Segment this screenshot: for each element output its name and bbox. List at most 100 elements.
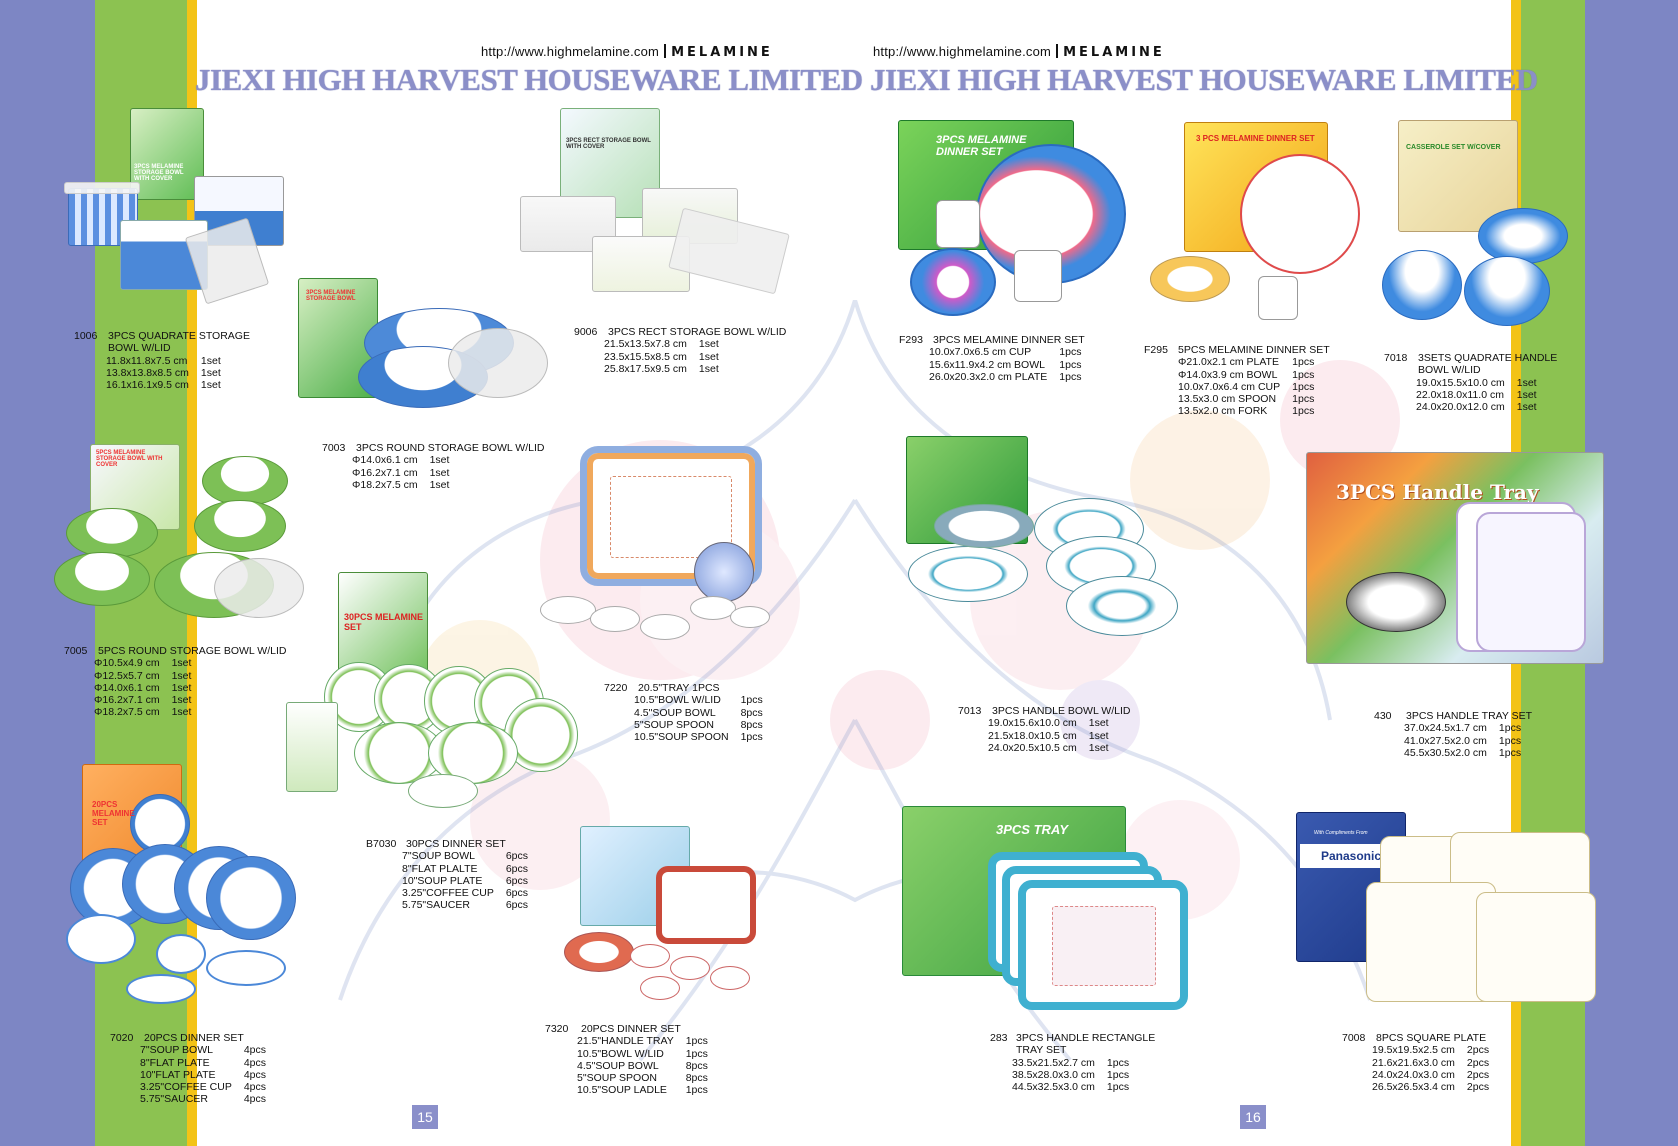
spec-size: 19.5x19.5x2.5 cm [1372, 1044, 1455, 1057]
spec-size: 10.0x7.0x6.4 cm CUP [1178, 380, 1281, 393]
product-name: 3PCS ROUND STORAGE BOWL W/LID [356, 442, 545, 454]
product-spec-table: 21.5x13.5x7.8 cm 1set 23.5x15.5x8.5 cm 1set… [604, 338, 719, 375]
spec-row: 21.5x13.5x7.8 cm 1set [604, 338, 719, 350]
spec-qty: 2pcs [1466, 1056, 1490, 1069]
spec-qty: 2pcs [1466, 1044, 1490, 1057]
spec-qty: 1set [171, 669, 192, 682]
product-image-7008: With Compliments From Panasonic [1296, 812, 1612, 1012]
spec-size: 5.75"SAUCER [140, 1093, 208, 1106]
spec-size: 24.0x20.5x10.5 cm [988, 741, 1077, 754]
spec-size: 5.75"SAUCER [402, 899, 470, 912]
left-url-link[interactable]: http://www.highmelamine.com [481, 44, 660, 59]
box-label-7008-sub: With Compliments From [1314, 830, 1368, 836]
spec-qty: 4pcs [243, 1044, 267, 1057]
spec-qty: 8pcs [685, 1059, 708, 1072]
spec-size: 23.5x15.5x8.5 cm [604, 350, 687, 363]
page-number-left: 15 [412, 1105, 438, 1129]
spec-size: 10.0x7.0x6.5 cm CUP [929, 346, 1032, 359]
product-code: 7005 [64, 645, 88, 657]
spec-qty: 4pcs [243, 1068, 267, 1081]
spec-qty: 1set [429, 478, 450, 491]
product-code: 7003 [322, 442, 346, 454]
spec-qty: 1pcs [1059, 370, 1082, 383]
spec-size: Φ18.2x7.5 cm [352, 478, 418, 491]
spec-size: 44.5x32.5x3.0 cm [1012, 1081, 1095, 1094]
product-image-7013 [906, 436, 1196, 672]
spec-qty: 2pcs [1466, 1068, 1490, 1081]
spec-size: 21.5"HANDLE TRAY [577, 1035, 674, 1048]
spec-qty: 1set [698, 338, 719, 351]
product-name: 20PCS DINNER SET [144, 1032, 244, 1044]
product-name: 5PCS ROUND STORAGE BOWL W/LID [98, 645, 287, 657]
box-label-7005: 5PCS MELAMINE STORAGE BOWL WITH COVER [96, 450, 163, 468]
product-name: 5PCS MELAMINE DINNER SET [1178, 344, 1330, 356]
spec-row: Φ18.2x7.5 cm 1set [352, 479, 449, 491]
spec-qty: 8pcs [685, 1072, 708, 1085]
box-label-7003: 3PCS MELAMINE STORAGE BOWL [306, 290, 356, 302]
spec-qty: 1set [200, 379, 221, 392]
spec-size: 3.25"COFFEE CUP [402, 887, 494, 900]
product-image-f295: 3 PCS MELAMINE DINNER SET [1140, 120, 1360, 345]
spec-size: 21.6x21.6x3.0 cm [1372, 1056, 1455, 1069]
left-brand: MELAMINE [671, 45, 773, 60]
product-name-line2: TRAY SET [1016, 1044, 1067, 1057]
right-url-link[interactable]: http://www.highmelamine.com [873, 44, 1052, 59]
product-name-line2: BOWL W/LID [108, 342, 171, 355]
spec-size: 22.0x18.0x11.0 cm [1416, 388, 1504, 401]
spec-size: 26.0x20.3x2.0 cm PLATE [929, 370, 1048, 383]
spec-qty: 1set [171, 706, 192, 719]
product-code: 7320 [545, 1023, 569, 1035]
spec-size: Φ16.2x7.1 cm [352, 466, 418, 479]
spec-size: 3.25"COFFEE CUP [140, 1081, 232, 1094]
spec-qty: 6pcs [505, 887, 529, 900]
spec-size: 13.8x13.8x8.5 cm [106, 366, 189, 379]
spec-size: 33.5x21.5x2.7 cm [1012, 1056, 1095, 1069]
spec-qty: 4pcs [243, 1081, 267, 1094]
spec-size: 5"SOUP SPOON [577, 1072, 657, 1085]
spec-size: 21.5x18.0x10.5 cm [988, 729, 1077, 742]
spec-qty: 1set [698, 362, 719, 375]
product-code: F293 [899, 334, 923, 346]
product-spec-table: 10.0x7.0x6.5 cm CUP 1pcs 15.6x11.9x4.2 cm … [929, 346, 1081, 383]
product-title: 7003 3PCS ROUND STORAGE BOWL W/LID [322, 442, 544, 454]
spec-size: 15.6x11.9x4.2 cm BOWL [929, 358, 1045, 371]
spec-size: 21.5x13.5x7.8 cm [604, 338, 687, 351]
spec-size: 7"SOUP BOWL [140, 1044, 213, 1057]
spec-qty: 1set [1088, 717, 1109, 730]
product-code: 430 [1374, 710, 1392, 722]
spec-qty: 1pcs [1059, 358, 1082, 371]
product-name-line2: BOWL W/LID [1418, 364, 1481, 377]
box-label-9006: 3PCS RECT STORAGE BOWL WITH COVER [566, 138, 651, 150]
